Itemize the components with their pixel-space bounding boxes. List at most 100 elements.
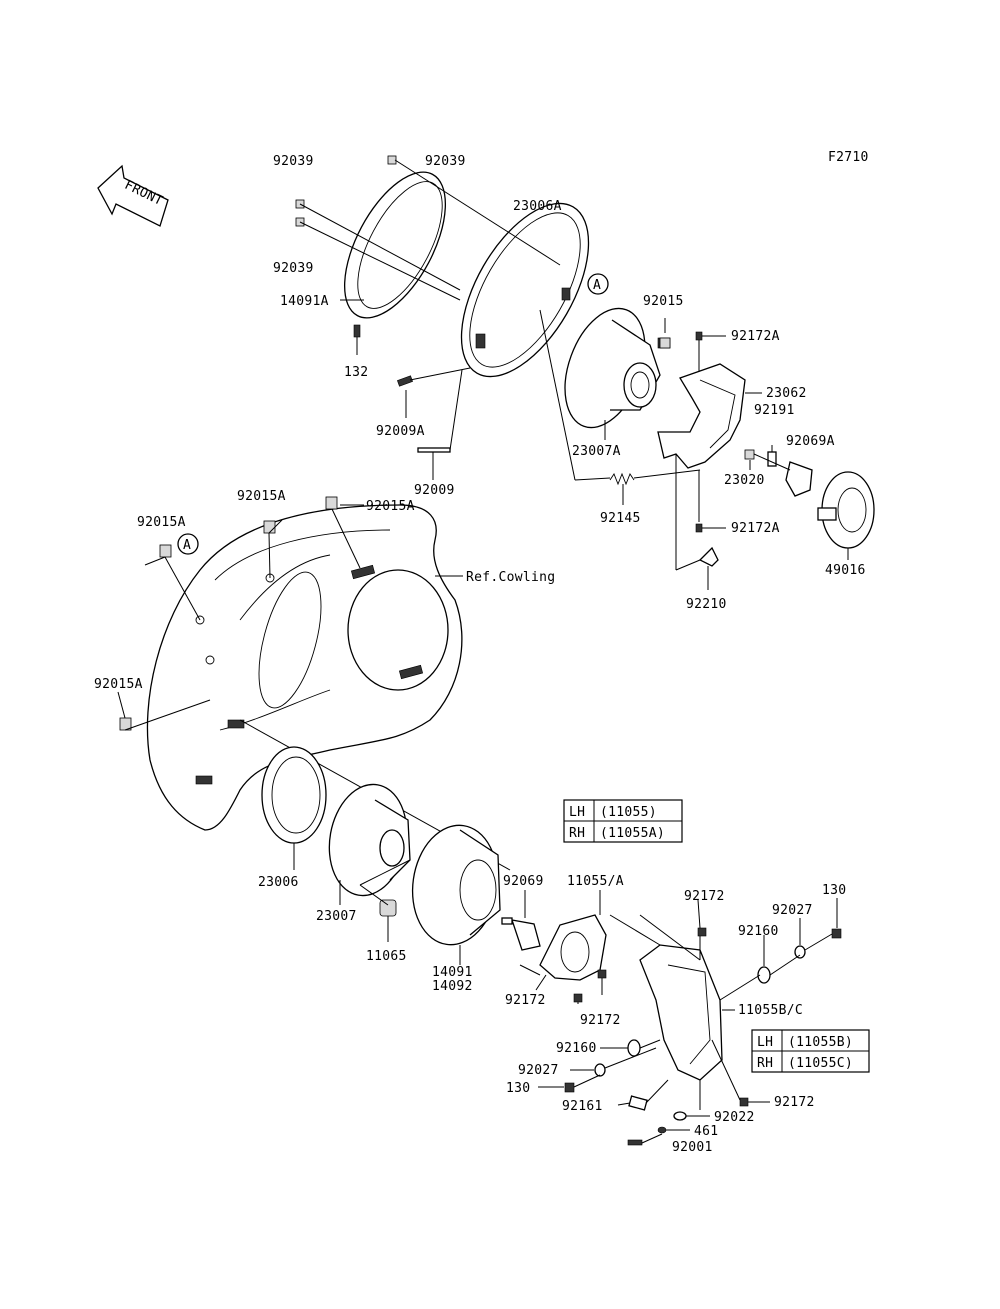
label-92161: 92161	[562, 1099, 603, 1114]
label-92172-d: 92172	[774, 1095, 815, 1110]
label-92015A-b: 92015A	[366, 499, 415, 514]
screw-92172-c	[573, 993, 583, 1003]
front-arrow-icon: FRONT	[97, 164, 169, 227]
nut-92015A-a	[159, 544, 172, 558]
screw-92172A-b	[695, 523, 703, 533]
label-23006: 23006	[258, 875, 299, 890]
label-14091: 14091	[432, 965, 473, 980]
label-92015A-c: 92015A	[137, 515, 186, 530]
screw-132	[353, 324, 361, 338]
label-92172-b: 92172	[505, 993, 546, 1008]
label-92172A-b: 92172A	[731, 521, 780, 536]
label-92027-b: 92027	[518, 1063, 559, 1078]
washer-92027-a	[794, 945, 806, 959]
bolt-130-a	[831, 928, 842, 939]
label-92039-c: 92039	[273, 261, 314, 276]
label-132: 132	[344, 365, 368, 380]
headlight-unit-23007	[328, 783, 411, 897]
bracket-11055BC	[639, 944, 723, 1081]
nut-461	[657, 1126, 667, 1134]
label-23062: 23062	[766, 386, 807, 401]
bracket-11055A	[539, 914, 607, 981]
label-23007A: 23007A	[572, 444, 621, 459]
table-lower-part-1: (11055C)	[788, 1056, 853, 1071]
nut-92015A-b	[263, 520, 276, 534]
leader-lines-bottom	[293, 843, 838, 1144]
label-11065: 11065	[366, 949, 407, 964]
table-upper-part-0: (11055)	[600, 805, 657, 820]
ref-cowling-label: Ref.Cowling	[466, 570, 555, 585]
ref-marker-a-top: A	[587, 273, 609, 295]
bolt-92009	[417, 447, 451, 453]
label-23020: 23020	[724, 473, 765, 488]
screw-92172A-a	[695, 331, 703, 341]
label-23006A: 23006A	[513, 199, 562, 214]
label-92069: 92069	[503, 874, 544, 889]
table-upper-part-1: (11055A)	[600, 826, 665, 841]
label-92172A-a: 92172A	[731, 329, 780, 344]
label-11055A: 11055/A	[567, 874, 624, 889]
headlight-unit-23007A	[564, 307, 671, 429]
label-92145: 92145	[600, 511, 641, 526]
leader-lines-top	[299, 159, 849, 590]
screw-92172-b	[597, 969, 607, 979]
washer-92160-b	[627, 1039, 641, 1057]
bulb-92069A	[767, 451, 813, 497]
washer-92022	[673, 1111, 687, 1121]
cap-49016	[817, 471, 875, 549]
figure-code: F2710	[828, 150, 869, 165]
screw-92172-a	[697, 927, 707, 937]
label-14092: 14092	[432, 979, 473, 994]
part-23020	[744, 449, 755, 460]
label-92001: 92001	[672, 1140, 713, 1155]
table-upper-side-1: RH	[569, 826, 585, 841]
cap-11065	[379, 899, 397, 917]
label-92069A: 92069A	[786, 434, 835, 449]
ref-marker-a-cowling: A	[177, 533, 199, 555]
clip-92039-a	[387, 155, 397, 165]
nut-92015A-c	[325, 496, 338, 510]
rim-14091A	[343, 171, 447, 319]
label-130-b: 130	[506, 1081, 530, 1096]
variant-table-lower: LH (11055B) RH (11055C)	[751, 1029, 870, 1073]
label-92009A: 92009A	[376, 424, 425, 439]
table-lower-part-0: (11055B)	[788, 1035, 853, 1050]
label-92027-a: 92027	[772, 903, 813, 918]
svg-text:A: A	[593, 278, 601, 293]
svg-text:A: A	[183, 538, 191, 553]
variant-table-upper: LH (11055) RH (11055A)	[563, 799, 683, 843]
table-lower-side-0: LH	[757, 1035, 773, 1050]
screw-92009A	[397, 375, 413, 387]
table-lower-side-1: RH	[757, 1056, 773, 1071]
mount-ring-23006A	[460, 202, 590, 378]
label-92015A-d: 92015A	[94, 677, 143, 692]
screw-92172-d	[739, 1097, 749, 1107]
tube-92161	[628, 1095, 648, 1111]
label-92015: 92015	[643, 294, 684, 309]
nut-92015	[659, 337, 671, 349]
label-92160-a: 92160	[738, 924, 779, 939]
label-92015A-a: 92015A	[237, 489, 286, 504]
label-92009: 92009	[414, 483, 455, 498]
grommet-92210	[698, 546, 719, 567]
rim-14091	[411, 824, 501, 946]
label-11055BC: 11055B/C	[738, 1003, 803, 1018]
label-92172-c: 92172	[580, 1013, 621, 1028]
label-92022: 92022	[714, 1110, 755, 1125]
label-92039-a: 92039	[273, 154, 314, 169]
label-92210: 92210	[686, 597, 727, 612]
label-92039-b: 92039	[425, 154, 466, 169]
part-labels: 92039 92039 92039 14091A 132 23006A 9200…	[94, 154, 865, 1155]
bolt-130-b	[564, 1082, 575, 1093]
bracket-23062	[657, 363, 746, 469]
label-23007: 23007	[316, 909, 357, 924]
washer-92027-b	[594, 1063, 606, 1077]
cowling	[146, 504, 463, 831]
label-92172-a: 92172	[684, 889, 725, 904]
label-461: 461	[694, 1124, 718, 1139]
label-92160-b: 92160	[556, 1041, 597, 1056]
screw-92001	[627, 1139, 643, 1146]
spring-92145	[609, 472, 635, 486]
label-92191: 92191	[754, 403, 795, 418]
